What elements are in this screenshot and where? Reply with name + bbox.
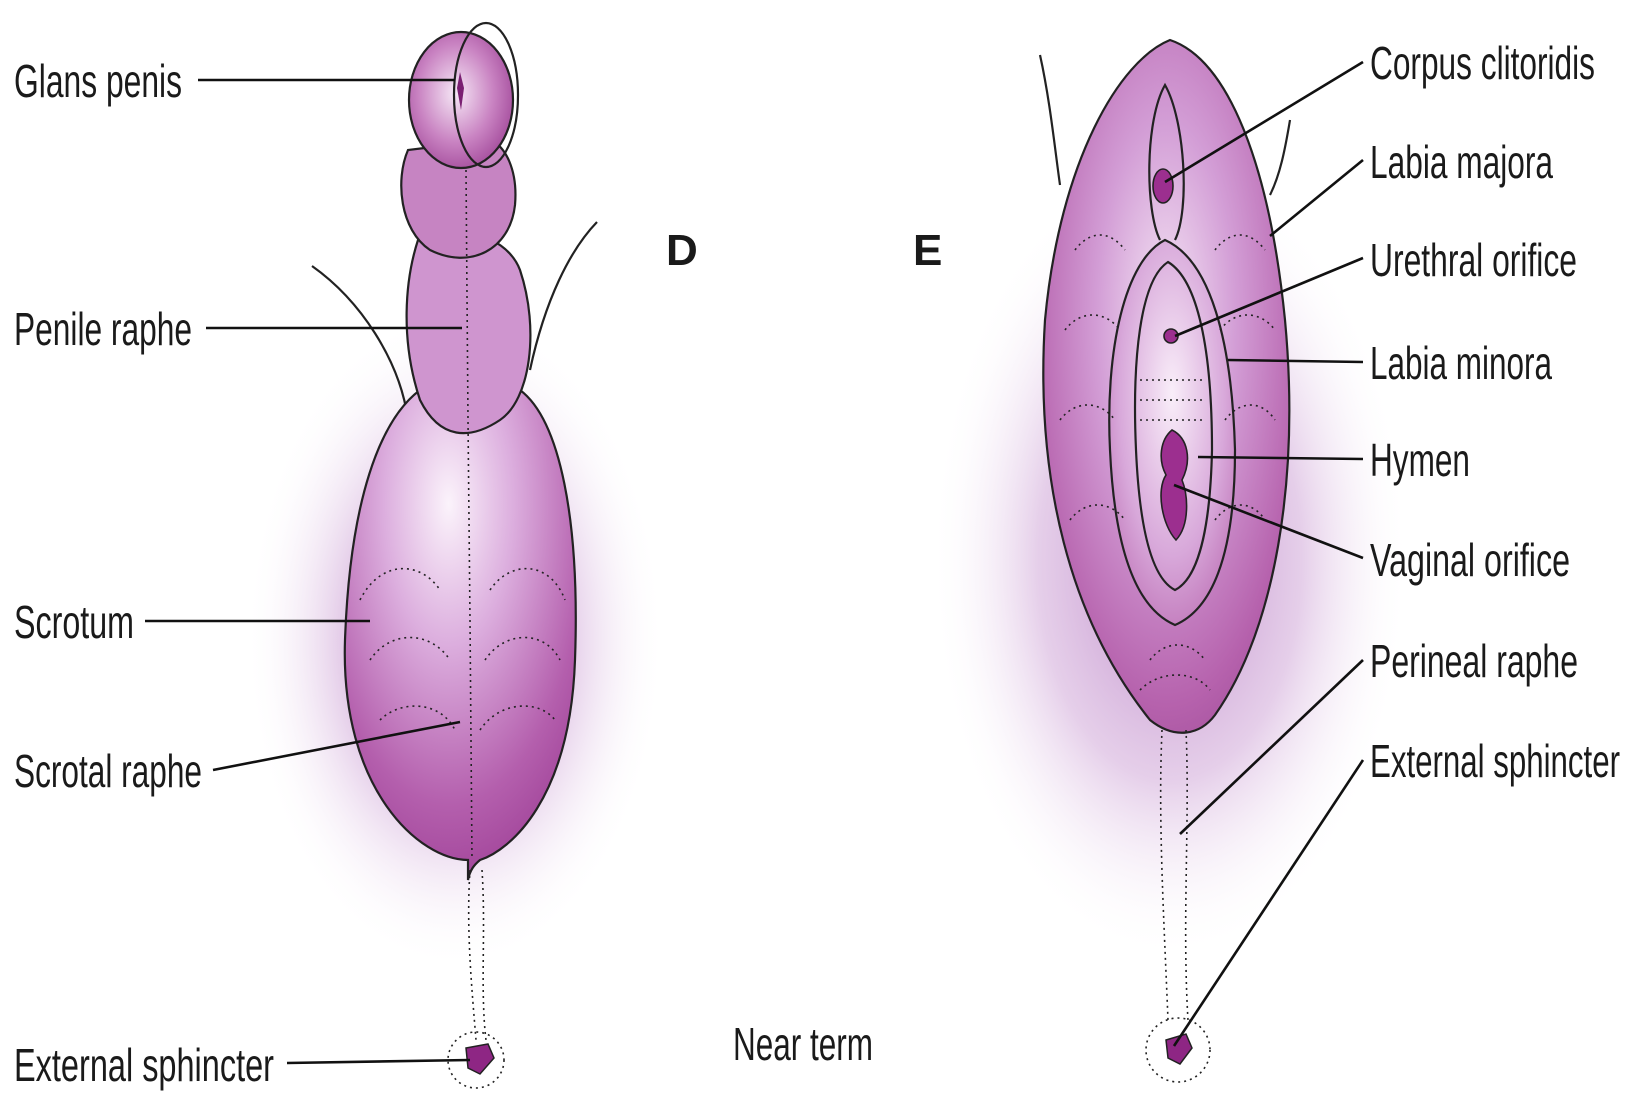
label-penile-raphe: Penile raphe	[14, 303, 192, 355]
corpus-clitoridis-shape	[1153, 169, 1173, 203]
penile-shaft	[407, 230, 531, 433]
label-labia-majora: Labia majora	[1370, 136, 1553, 188]
label-scrotum: Scrotum	[14, 596, 134, 648]
label-vaginal-orifice: Vaginal orifice	[1370, 534, 1570, 586]
label-perineal-raphe: Perineal raphe	[1370, 635, 1578, 687]
panel-letter-d: D	[666, 226, 698, 275]
female-left-fold	[1040, 55, 1060, 185]
male-genitalia-illustration	[245, 23, 665, 1088]
female-labels: Corpus clitoridis Labia majora Urethral …	[1370, 37, 1620, 787]
female-right-fold	[1270, 120, 1290, 195]
male-sphincter	[466, 1044, 494, 1074]
label-urethral-orifice: Urethral orifice	[1370, 234, 1577, 286]
label-labia-minora: Labia minora	[1370, 337, 1552, 389]
label-glans-penis: Glans penis	[14, 55, 182, 107]
male-labels: Glans penis Penile raphe Scrotum Scrotal…	[14, 55, 274, 1091]
label-scrotal-raphe: Scrotal raphe	[14, 745, 202, 797]
label-corpus-clitoridis: Corpus clitoridis	[1370, 37, 1595, 89]
female-genitalia-illustration	[930, 40, 1410, 1082]
caption-near-term: Near term	[733, 1018, 873, 1070]
label-hymen: Hymen	[1370, 434, 1470, 486]
label-female-external-sphincter: External sphincter	[1370, 735, 1620, 787]
panel-letter-e: E	[913, 226, 942, 275]
label-male-external-sphincter: External sphincter	[14, 1039, 274, 1091]
